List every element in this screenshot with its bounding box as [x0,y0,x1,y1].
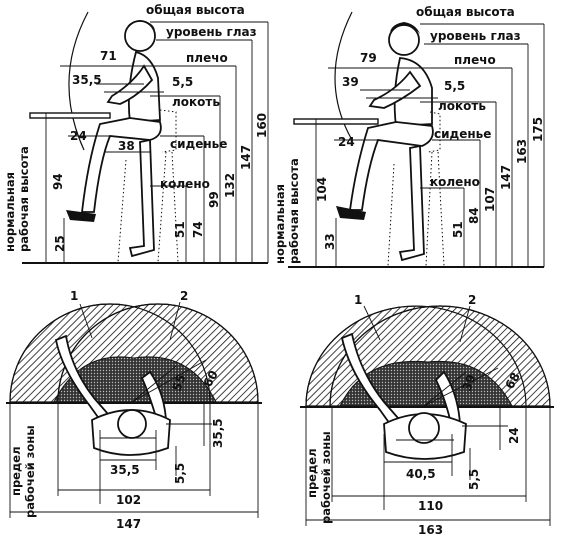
dim-reach-eye-right: 79 [360,51,377,65]
dim-inner-width-left: 102 [116,493,141,507]
label-zone-limit-1-right: предел [305,449,319,499]
label-total-height: общая высота [416,5,515,19]
dim-reach-eye-left: 71 [100,49,117,63]
dim-knee-left: 51 [173,221,187,238]
dim-elbow-offset-right-top: 5,5 [467,469,481,490]
dim-elbow-span-left: 35,5 [110,463,140,477]
dim-total-right: 175 [531,117,545,142]
support-leg [128,138,155,258]
label-work-height-2-right: рабочая высота [287,158,301,264]
dim-seat-right: 84 [467,207,481,224]
head-top [117,409,147,439]
dim-elbow-offset-right: 5,5 [444,79,465,93]
dim-elbow-offset-left: 5,5 [172,75,193,89]
label-shoulder: плечо [186,51,228,65]
dim-forearm-left: 24 [70,129,87,143]
dim-reach-shoulder-right: 39 [342,75,359,89]
label-total-height: общая высота [146,3,245,17]
label-knee: колено [430,175,480,189]
dim-depth-left: 35,5 [211,418,225,448]
label-work-height-2-left: рабочая высота [17,146,31,252]
label-knee: колено [160,177,210,191]
dim-shoulder-right: 147 [499,165,513,190]
side-view-left [22,11,269,264]
top-view-left [6,301,262,518]
dim-depth-right: 24 [507,427,521,444]
dim-footrest-left: 25 [53,235,67,252]
work-table [29,112,111,119]
dim-shoulder-left: 132 [223,173,237,198]
label-work-height-1-left: нормальная [3,172,17,252]
zone-2-label-right: 2 [468,293,476,307]
dim-total-left: 160 [255,113,269,138]
dim-seat-left: 74 [191,221,205,238]
dim-forearm-right: 24 [338,135,355,149]
dim-reach-shoulder-left: 35,5 [72,73,102,87]
reach-arc [334,11,353,141]
dim-work-height-right: 104 [315,177,329,202]
dim-radius-inner-left: 55 [170,373,189,393]
leg [348,121,434,211]
foot [66,210,96,222]
side-view-right [288,11,545,268]
label-seat: сиденье [170,137,227,151]
dim-elbow-left: 99 [207,191,221,208]
zone-2-label-left: 2 [180,289,188,303]
dim-thigh-left: 38 [118,139,135,153]
label-zone-limit-1-left: предел [9,447,23,497]
dim-outer-width-left: 147 [116,517,141,531]
zone-1-label-left: 1 [70,289,78,303]
dim-outer-width-right: 163 [418,523,443,537]
dim-elbow-offset-left-top: 5,5 [173,463,187,484]
dim-elbow-span-right: 40,5 [406,467,436,481]
support-leg [398,144,425,262]
dim-footrest-right: 33 [323,233,337,250]
label-elbow: локоть [438,99,486,113]
label-work-height-1-right: нормальная [273,184,287,264]
work-table [293,118,379,125]
dim-knee-right: 51 [451,221,465,238]
leg [80,117,162,213]
label-zone-limit-2-right: рабочей зоны [319,431,333,524]
label-zone-limit-2-left: рабочей зоны [23,425,37,518]
label-elbow: локоть [172,95,220,109]
dim-inner-width-right: 110 [418,499,443,513]
head-top [408,412,440,444]
zone-1-label-right: 1 [354,293,362,307]
dim-eye-right: 163 [515,139,529,164]
label-eye-level: уровень глаз [430,29,521,43]
arm [106,64,154,105]
dim-eye-left: 147 [239,145,253,170]
head [388,24,420,56]
label-seat: сиденье [434,127,491,141]
top-view-right [300,305,554,526]
dim-elbow-right: 107 [483,187,497,212]
dim-radius-inner-right: 39 [460,373,479,393]
foot [336,206,366,220]
dim-work-height-left: 94 [51,173,65,190]
reach-arc [68,11,89,151]
label-eye-level: уровень глаз [166,25,257,39]
label-shoulder: плечо [454,53,496,67]
